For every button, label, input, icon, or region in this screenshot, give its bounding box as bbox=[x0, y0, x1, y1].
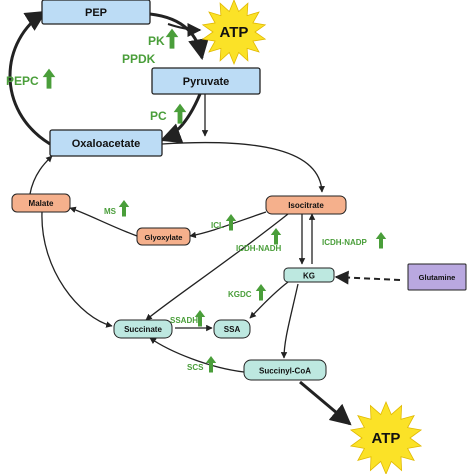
enzyme-pk: PK bbox=[148, 34, 165, 48]
enzyme-pepc: PEPC bbox=[6, 74, 39, 88]
enzyme-pc: PC bbox=[150, 109, 167, 123]
succinate-label: Succinate bbox=[124, 325, 162, 334]
enzyme-icdh-nadh: ICDH-NADH bbox=[236, 244, 282, 253]
kg-label: KG bbox=[303, 272, 315, 281]
edge-succinylcoa-to-succinate bbox=[149, 337, 245, 373]
malate-label: Malate bbox=[29, 199, 54, 208]
atp-starburst-icon-top: ATP bbox=[201, 0, 267, 66]
node-succinyl-coa: Succinyl-CoA bbox=[243, 359, 327, 381]
edge-isocitrate-to-glyoxylate bbox=[189, 211, 267, 239]
enzyme-scs: SCS bbox=[187, 363, 204, 372]
node-pep: PEP bbox=[41, 0, 151, 25]
node-glyoxylate: Glyoxylate bbox=[136, 227, 191, 246]
green-up-arrow-icon-ms bbox=[118, 200, 130, 217]
green-up-arrow-icon-scs bbox=[205, 356, 217, 373]
green-up-arrow-icon-icl bbox=[225, 214, 237, 231]
atp-bottom-label: ATP bbox=[372, 430, 401, 447]
enzyme-ms: MS bbox=[104, 207, 117, 216]
ssa-label: SSA bbox=[224, 325, 241, 334]
pep-label: PEP bbox=[85, 7, 107, 19]
edge-malate-succinate-loop bbox=[41, 211, 113, 328]
node-pyruvate: Pyruvate bbox=[151, 67, 261, 95]
green-up-arrow-icon-pk bbox=[165, 28, 179, 49]
node-isocitrate: Isocitrate bbox=[265, 195, 347, 215]
edge-succinylcoa-to-atp bbox=[299, 380, 352, 426]
node-glutamine: Glutamine bbox=[407, 263, 467, 291]
edge-pep-to-atp bbox=[167, 22, 202, 37]
enzyme-ssadh: SSADH bbox=[170, 316, 198, 325]
glyoxylate-label: Glyoxylate bbox=[145, 233, 183, 242]
enzyme-kgdc: KGDC bbox=[228, 290, 252, 299]
pathway-edges bbox=[8, 10, 401, 426]
atp-top-label: ATP bbox=[220, 24, 249, 41]
edge-pyruvate-to-oxaloacetate bbox=[160, 93, 202, 144]
edge-isocitrate-to-succinate bbox=[145, 213, 289, 321]
enzyme-ppdk: PPDK bbox=[122, 52, 156, 66]
node-ssa: SSA bbox=[213, 319, 251, 339]
enzyme-icdh-nadp: ICDH-NADP bbox=[322, 238, 368, 247]
edge-malate-to-oxaloacetate bbox=[29, 155, 53, 195]
green-up-arrow-icon-ssadh bbox=[194, 310, 206, 327]
succinyl-coa-label: Succinyl-CoA bbox=[259, 367, 311, 376]
atp-starburst-icon-bottom: ATP bbox=[349, 400, 423, 474]
green-up-arrow-icon-kgdc bbox=[255, 284, 267, 301]
green-up-arrow-icon-icdh-nadp bbox=[375, 232, 387, 249]
edge-kg-to-succinylcoa bbox=[280, 283, 299, 359]
edge-glutamine-to-kg bbox=[334, 270, 401, 285]
pyruvate-label: Pyruvate bbox=[183, 76, 229, 88]
green-up-arrow-icon-pc bbox=[173, 103, 187, 124]
enzyme-icl: ICL bbox=[211, 221, 224, 230]
green-up-arrow-icon-pepc bbox=[42, 68, 56, 89]
node-kg: KG bbox=[283, 267, 335, 283]
oxaloacetate-label: Oxaloacetate bbox=[72, 138, 140, 150]
isocitrate-label: Isocitrate bbox=[288, 201, 324, 210]
edge-glyoxylate-to-malate bbox=[69, 206, 138, 237]
node-oxaloacetate: Oxaloacetate bbox=[49, 129, 163, 157]
edge-kg-to-ssa bbox=[249, 281, 289, 319]
edge-oxaloacetate-to-pep bbox=[8, 10, 51, 146]
glutamine-label: Glutamine bbox=[419, 273, 456, 282]
edge-to-isocitrate bbox=[161, 141, 325, 193]
node-malate: Malate bbox=[11, 193, 71, 213]
node-succinate: Succinate bbox=[113, 319, 173, 339]
green-up-arrow-icon-icdh-nadh bbox=[270, 228, 282, 245]
up-arrows bbox=[42, 28, 387, 373]
